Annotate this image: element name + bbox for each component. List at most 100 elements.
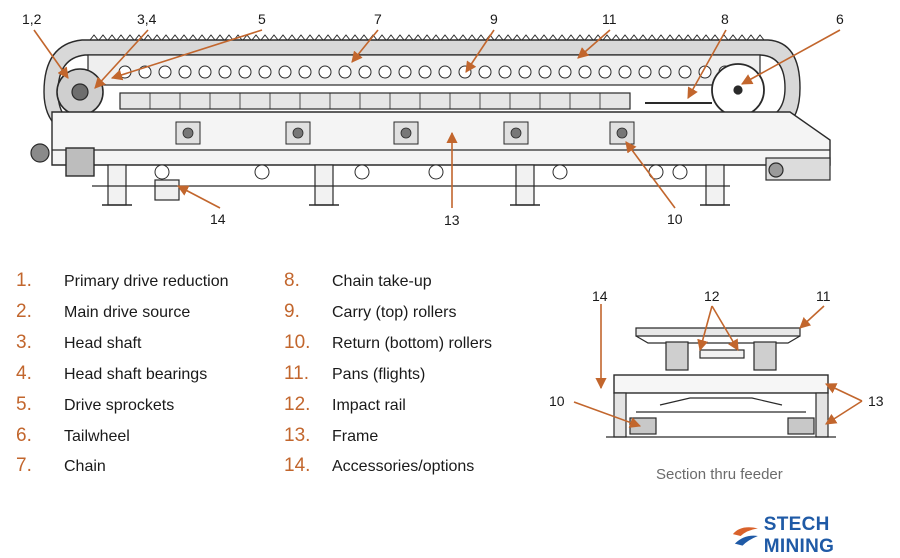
section-frame-top <box>613 374 829 394</box>
section-callout-13: 13 <box>868 393 884 409</box>
legend-item: 2. Main drive source <box>16 301 190 325</box>
carry-roller <box>278 65 292 79</box>
bearing-bore <box>510 127 522 139</box>
feeder-elevation <box>30 34 831 206</box>
section-callout-12: 12 <box>704 288 720 304</box>
support-leg <box>314 164 334 206</box>
section-caption: Section thru feeder <box>656 466 783 483</box>
carry-roller <box>658 65 672 79</box>
arrow-1-2 <box>33 29 69 79</box>
legend-label: Impact rail <box>332 397 406 414</box>
legend-number: 2. <box>16 301 32 322</box>
legend-label: Head shaft bearings <box>64 366 208 383</box>
arrow-11 <box>577 29 611 59</box>
bearing-boxes-group <box>175 121 635 145</box>
return-roller <box>354 164 370 180</box>
arrow-7 <box>351 29 379 63</box>
bearing-bore <box>400 127 412 139</box>
legend-item: 12. Impact rail <box>284 394 406 418</box>
drive-motor <box>30 143 50 163</box>
legend-item: 14. Accessories/options <box>284 455 474 479</box>
legend-label: Main drive source <box>64 304 191 321</box>
legend-number: 10. <box>284 332 311 353</box>
support-leg <box>107 164 127 206</box>
section-callout-10: 10 <box>549 393 565 409</box>
legend-item: 5. Drive sprockets <box>16 394 174 418</box>
arrow-10 <box>625 141 676 209</box>
legend-item: 3. Head shaft <box>16 332 141 356</box>
callout-3-4: 3,4 <box>137 11 157 27</box>
section-arrow-10 <box>573 401 642 428</box>
carry-roller <box>438 65 452 79</box>
carry-roller <box>618 65 632 79</box>
legend-item: 11. Pans (flights) <box>284 363 425 387</box>
legend-number: 9. <box>284 301 300 322</box>
legend-item: 8. Chain take-up <box>284 270 432 294</box>
legend-item: 10. Return (bottom) rollers <box>284 332 492 356</box>
section-arrow-13b <box>825 400 863 425</box>
callout-6: 6 <box>836 11 844 27</box>
section-frame-right-post <box>815 392 829 438</box>
legend-label: Return (bottom) rollers <box>332 335 493 352</box>
legend-label: Accessories/options <box>332 458 475 475</box>
legend-number: 5. <box>16 394 32 415</box>
section-callout-14: 14 <box>592 288 608 304</box>
arrow-3-4 <box>94 29 149 89</box>
drive-gearbox <box>65 147 95 177</box>
brand-mark-icon <box>732 527 758 546</box>
callout-8: 8 <box>721 11 729 27</box>
section-return-trough <box>659 397 783 406</box>
callout-7: 7 <box>374 11 382 27</box>
arrow-8 <box>687 29 727 99</box>
section-return-roller-right <box>787 417 815 435</box>
callout-11: 11 <box>602 11 617 27</box>
carry-roller <box>298 65 312 79</box>
legend-label: Pans (flights) <box>332 366 426 383</box>
legend-number: 1. <box>16 270 32 291</box>
carry-roller <box>398 65 412 79</box>
legend-label: Drive sprockets <box>64 397 175 414</box>
callout-10: 10 <box>667 211 683 227</box>
carry-roller <box>558 65 572 79</box>
brand-logo: STECH MINING <box>731 514 900 558</box>
return-roller <box>552 164 568 180</box>
legend-number: 12. <box>284 394 311 415</box>
carry-roller <box>158 65 172 79</box>
bearing-bore <box>616 127 628 139</box>
carry-roller <box>238 65 252 79</box>
legend-label: Primary drive reduction <box>64 273 229 290</box>
legend-number: 6. <box>16 425 32 446</box>
legend-number: 4. <box>16 363 32 384</box>
legend-label: Tailwheel <box>64 428 130 445</box>
legend-number: 3. <box>16 332 32 353</box>
section-impact-rail <box>699 349 745 359</box>
bearing-bore <box>182 127 194 139</box>
legend-label: Head shaft <box>64 335 142 352</box>
callout-9: 9 <box>490 11 498 27</box>
carry-roller <box>498 65 512 79</box>
legend-item: 9. Carry (top) rollers <box>284 301 456 325</box>
support-leg <box>705 164 725 206</box>
legend-label: Chain take-up <box>332 273 432 290</box>
callout-arrows <box>33 29 863 428</box>
carry-roller <box>598 65 612 79</box>
chain-teeth <box>89 34 765 41</box>
carry-roller <box>678 65 692 79</box>
section-callout-11: 11 <box>816 288 831 304</box>
pan-side-plates <box>119 92 631 110</box>
return-roller <box>154 164 170 180</box>
arrow-6 <box>741 29 841 85</box>
bearing-bore <box>292 127 304 139</box>
carry-roller <box>478 65 492 79</box>
arrow-5 <box>110 29 263 81</box>
carry-roller <box>178 65 192 79</box>
callout-5: 5 <box>258 11 266 27</box>
carry-roller <box>198 65 212 79</box>
return-roller <box>428 164 444 180</box>
legend-number: 8. <box>284 270 300 291</box>
tailwheel-hub <box>733 85 743 95</box>
callout-1-2: 1,2 <box>22 11 42 27</box>
section-arrow-12b <box>711 305 739 351</box>
support-leg <box>515 164 535 206</box>
tail-unit-wheel <box>768 162 784 178</box>
